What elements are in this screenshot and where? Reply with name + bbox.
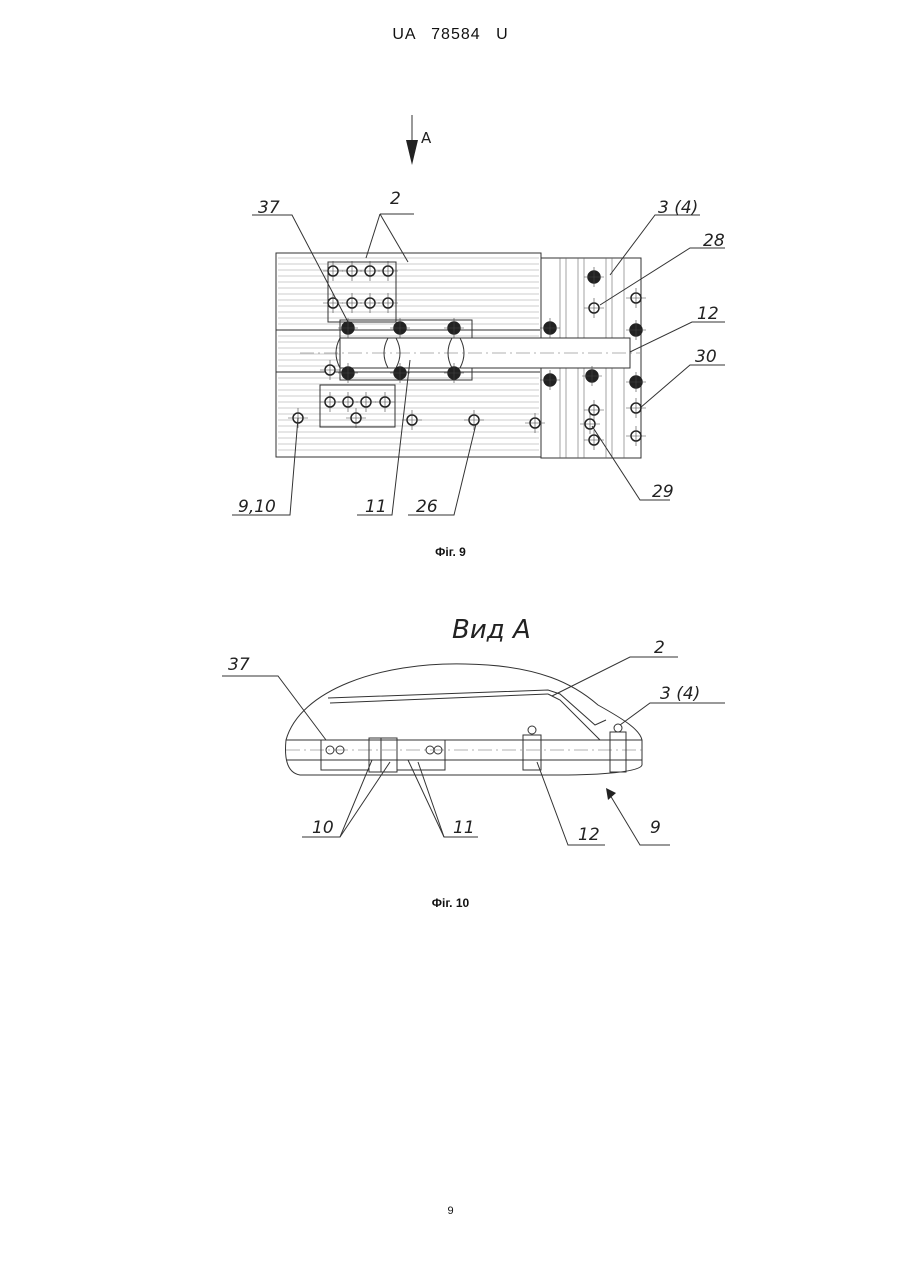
label-11: 11 xyxy=(365,497,387,517)
label-30: 30 xyxy=(695,347,717,367)
label-10: 10 xyxy=(312,818,334,838)
shaft xyxy=(300,338,640,368)
view-arrow-a: A xyxy=(406,115,432,165)
view-arrow-label: A xyxy=(421,129,432,147)
label-12: 12 xyxy=(697,304,719,324)
figure-10-drawing: Вид А 37 2 3 (4) 10 11 xyxy=(222,615,725,845)
label-9-10: 9,10 xyxy=(238,497,276,517)
label-2: 2 xyxy=(390,189,401,209)
label-26: 26 xyxy=(416,497,438,517)
label-29: 29 xyxy=(652,482,674,502)
label-11: 11 xyxy=(453,818,475,838)
figure-9-drawing: A xyxy=(232,115,725,517)
label-3-4: 3 (4) xyxy=(658,198,698,218)
label-2: 2 xyxy=(654,638,665,658)
label-12: 12 xyxy=(578,825,600,845)
label-37: 37 xyxy=(258,198,280,218)
view-title: Вид А xyxy=(452,615,531,645)
figure-9-caption: Фіг. 9 xyxy=(0,545,901,559)
page-number: 9 xyxy=(0,1205,901,1217)
label-9: 9 xyxy=(650,818,661,838)
label-37: 37 xyxy=(228,655,250,675)
figure-10-caption: Фіг. 10 xyxy=(0,896,901,910)
label-28: 28 xyxy=(703,231,725,251)
label-3-4: 3 (4) xyxy=(660,684,700,704)
